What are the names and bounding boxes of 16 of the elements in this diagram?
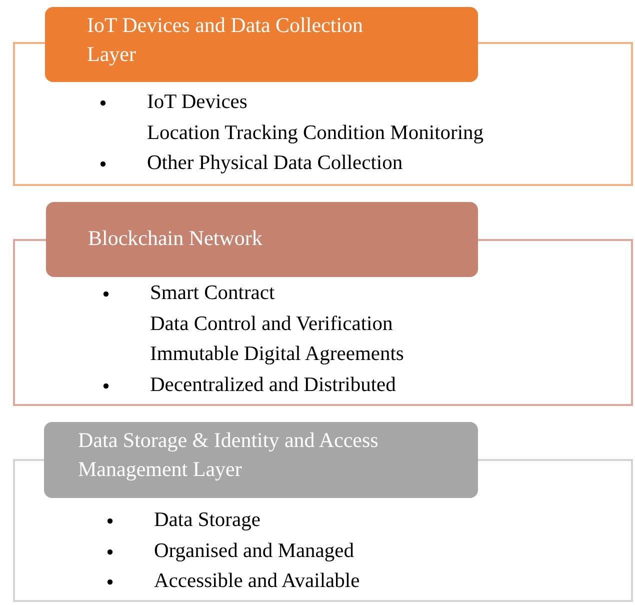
bullet-item: Other Physical Data Collection — [147, 151, 403, 175]
layer-header — [46, 202, 478, 277]
header-title: IoT Devices and Data Collection Layer — [87, 13, 364, 66]
bullet-item: Data Storage — [154, 508, 260, 532]
layer-header — [45, 7, 478, 82]
bullet-item: Organised and Managed — [154, 538, 354, 562]
bullet-item: Accessible and Available — [154, 569, 360, 593]
sub-item: Location Tracking Condition Monitoring — [147, 120, 484, 144]
header-title: Blockchain Network — [88, 226, 262, 250]
sub-item: Data Control and Verification — [150, 312, 393, 336]
bullet-item: Decentralized and Distributed — [150, 372, 396, 396]
sub-item: Immutable Digital Agreements — [150, 342, 404, 366]
bullet-item: Smart Contract — [150, 281, 275, 305]
bullet-item: IoT Devices — [147, 90, 248, 114]
header-title: Data Storage & Identity and Access Management Layer — [78, 428, 378, 481]
layer-header — [44, 422, 478, 498]
